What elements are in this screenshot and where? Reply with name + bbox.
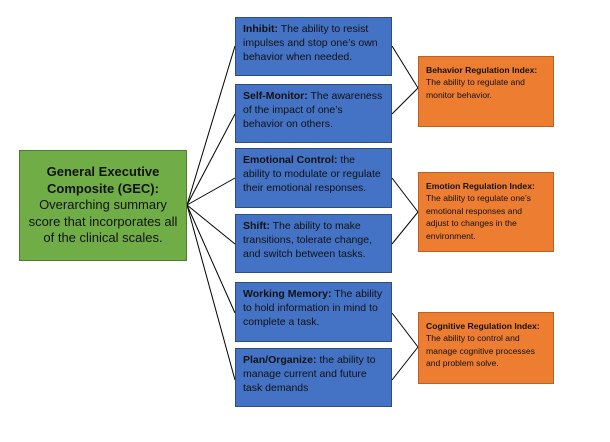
index-description: The ability to regulate and monitor beha… (426, 77, 525, 100)
scale-name: Self-Monitor: (243, 90, 308, 102)
connector-emotional-control-emotion (391, 177, 419, 213)
connector-self-monitor-behavior (391, 87, 419, 115)
index-box-behavior-regulation: Behavior Regulation Index: The ability t… (418, 56, 554, 127)
index-name: Behavior Regulation Index: (426, 65, 538, 75)
connector-gec-plan-organize (186, 204, 236, 381)
scale-description: The awareness of the impact of one’s beh… (243, 90, 383, 130)
connector-gec-self-monitor (186, 113, 236, 206)
gec-description: Overarching summary score that incorpora… (28, 197, 178, 246)
scale-description: The ability to make transitions, tolerat… (243, 220, 372, 260)
scale-name: Working Memory: (243, 288, 332, 300)
connector-gec-shift (186, 204, 236, 245)
scale-box-plan-organize: Plan/Organize: the ability to manage cur… (235, 348, 392, 407)
connector-gec-inhibit (186, 45, 236, 206)
scale-name: Plan/Organize: (243, 354, 317, 366)
connector-inhibit-behavior (391, 45, 419, 89)
index-box-emotion-regulation: Emotion Regulation Index: The ability to… (418, 172, 554, 252)
index-name: Cognitive Regulation Index: (426, 321, 540, 331)
scale-description: the ability to modulate or regulate thei… (243, 154, 381, 194)
scale-name: Emotional Control: (243, 154, 338, 166)
scale-name: Shift: (243, 220, 270, 232)
index-name: Emotion Regulation Index: (426, 181, 535, 191)
index-description: The ability to control and manage cognit… (426, 333, 535, 369)
scale-description: the ability to manage current and future… (243, 354, 376, 394)
connector-plan-organize-cognitive (391, 346, 419, 381)
scale-description: The ability to resist impulses and stop … (243, 23, 378, 63)
connector-gec-emotional-control (186, 177, 236, 206)
scale-name: Inhibit: (243, 23, 278, 35)
scale-box-inhibit: Inhibit: The ability to resist impulses … (235, 17, 392, 76)
gec-title: General Executive Composite (GEC): (46, 164, 160, 196)
scale-box-shift: Shift: The ability to make transitions, … (235, 214, 392, 273)
gec-box: General Executive Composite (GEC): Overa… (19, 150, 187, 261)
connector-working-memory-cognitive (391, 312, 419, 348)
index-description: The ability to regulate one’s emotional … (426, 193, 531, 241)
scale-description: The ability to hold information in mind … (243, 288, 383, 328)
connector-gec-working-memory (186, 204, 236, 314)
index-box-cognitive-regulation: Cognitive Regulation Index: The ability … (418, 312, 554, 384)
scale-box-working-memory: Working Memory: The ability to hold info… (235, 282, 392, 342)
scale-box-self-monitor: Self-Monitor: The awareness of the impac… (235, 84, 392, 143)
connector-shift-emotion (391, 211, 419, 245)
scale-box-emotional-control: Emotional Control: the ability to modula… (235, 148, 392, 208)
